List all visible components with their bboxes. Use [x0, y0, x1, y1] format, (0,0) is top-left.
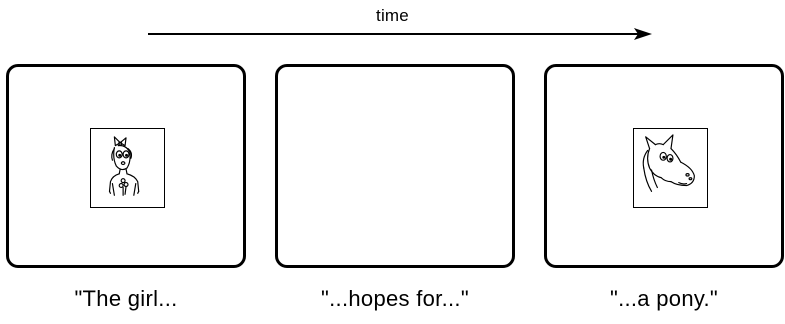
caption-panel-1: "The girl...	[74, 286, 178, 311]
caption-panel-3: "...a pony."	[609, 286, 719, 311]
panel-frame-2	[275, 64, 515, 268]
time-arrow	[148, 28, 652, 40]
pony-icon	[642, 134, 695, 192]
girl-icon	[108, 136, 140, 196]
time-label: time	[376, 6, 409, 25]
caption-panel-2: "...hopes for..."	[321, 286, 469, 311]
panel-frame-3	[544, 64, 784, 268]
pony-drawing	[633, 128, 708, 208]
girl-drawing	[90, 128, 165, 208]
panel-frame-1	[6, 64, 246, 268]
